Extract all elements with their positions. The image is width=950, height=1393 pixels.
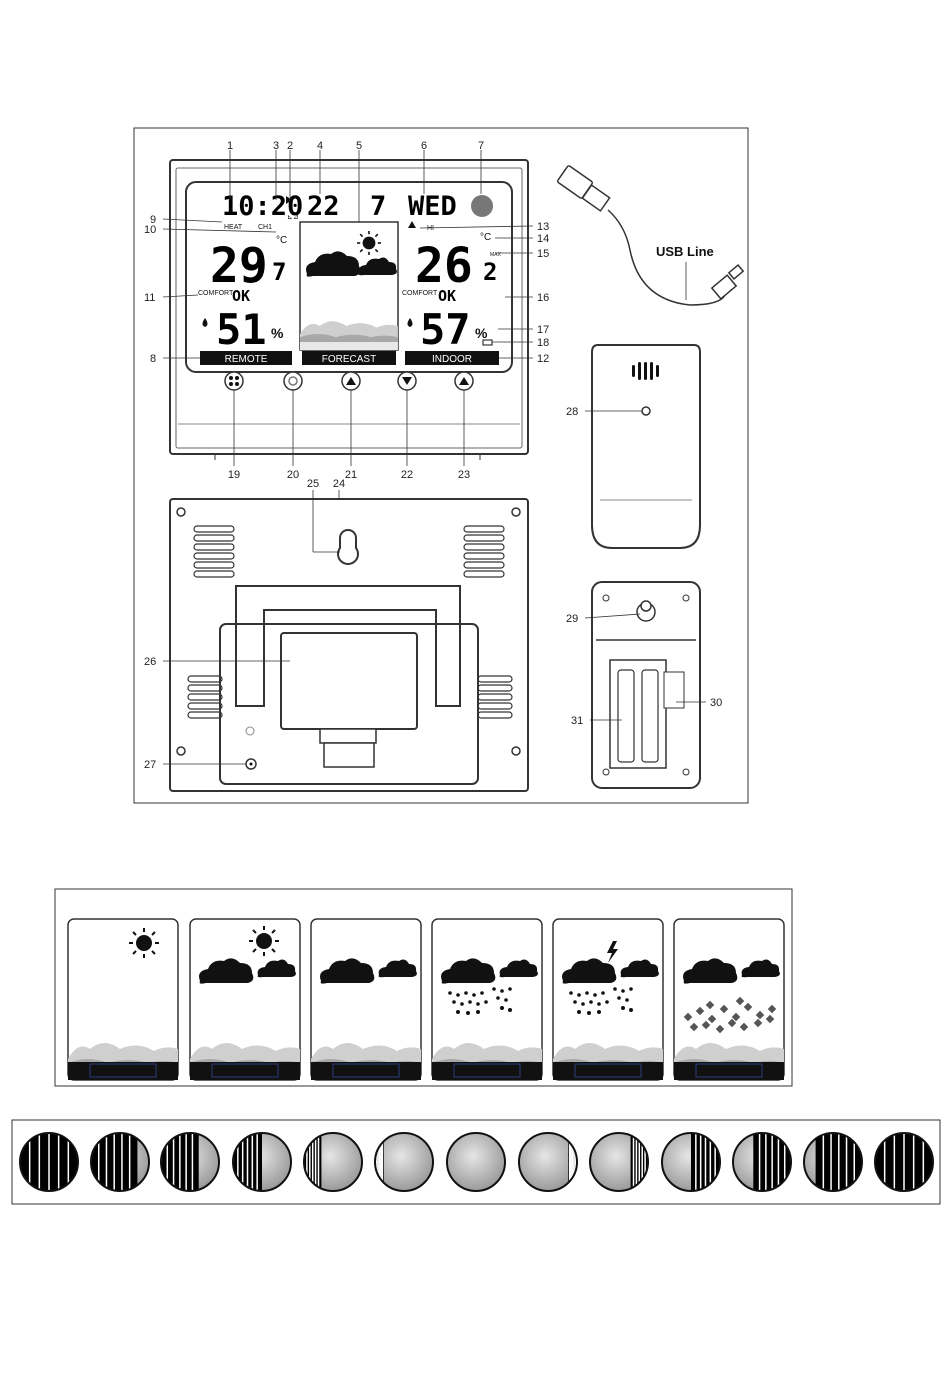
callout-24: 24 — [333, 478, 345, 490]
indoor-comfort-label: COMFORT — [402, 290, 438, 297]
callout-26: 26 — [144, 656, 156, 668]
moon-waning-gibbous-2-icon — [590, 1133, 648, 1191]
indoor-bar-label: INDOOR — [432, 354, 472, 365]
forecast-stormy-icon — [553, 919, 663, 1080]
station-back — [170, 499, 528, 791]
callout-12: 12 — [537, 353, 549, 365]
moon-waning-crescent-icon — [733, 1133, 791, 1191]
callout-19: 19 — [228, 469, 240, 481]
indoor-humidity: 57 — [420, 305, 471, 354]
remote-temperature: 29 — [210, 238, 268, 294]
callout-2: 2 — [287, 140, 293, 152]
callout-31: 31 — [571, 715, 583, 727]
moon-last-quarter-icon — [662, 1133, 720, 1191]
moon-waning-crescent-2-icon — [804, 1133, 862, 1191]
forecast-sunny-icon — [68, 919, 178, 1080]
remote-bar-label: REMOTE — [225, 354, 268, 365]
remote-temp-unit: °C — [276, 235, 287, 246]
remote-comfort-label: COMFORT — [198, 290, 234, 297]
callout-6: 6 — [421, 140, 427, 152]
moon-waning-gibbous-icon — [519, 1133, 577, 1191]
signal-icon: ⊾⊿ — [287, 214, 299, 221]
heat-label: HEAT — [224, 224, 243, 231]
hi-label: HI — [427, 225, 434, 232]
moon-waxing-crescent-2-icon — [161, 1133, 219, 1191]
mode-button[interactable] — [225, 372, 243, 390]
remote-humidity: 51 — [216, 305, 267, 354]
forecast-cloudy-icon — [311, 919, 421, 1080]
wall-hanging-hole — [338, 530, 358, 564]
moon-first-quarter-icon — [233, 1133, 291, 1191]
date-display: 22 — [307, 191, 340, 222]
channel-switch — [664, 672, 684, 708]
channel-label: CH1 — [258, 224, 272, 231]
callout-22: 22 — [401, 469, 413, 481]
indoor-temp-unit: °C — [480, 232, 491, 243]
forecast-partly-cloudy-icon — [190, 919, 300, 1080]
callout-16: 16 — [537, 292, 549, 304]
callout-21: 21 — [345, 469, 357, 481]
light-button[interactable] — [284, 372, 302, 390]
callout-8: 8 — [150, 353, 156, 365]
callout-15: 15 — [537, 248, 549, 260]
callout-18: 18 — [537, 337, 549, 349]
indoor-comfort-value: OK — [438, 287, 456, 305]
moon-new-moon-icon — [20, 1133, 78, 1191]
callout-10: 10 — [144, 224, 156, 236]
remote-temperature-decimal: 7 — [272, 258, 286, 286]
usb-line-label: USB Line — [656, 244, 714, 259]
callout-30: 30 — [710, 697, 722, 709]
callout-20: 20 — [287, 469, 299, 481]
forecast-bar-label: FORECAST — [322, 354, 376, 365]
callout-29: 29 — [566, 613, 578, 625]
battery-slot-2 — [642, 670, 658, 762]
sensor-led-icon — [642, 407, 650, 415]
moon-waxing-crescent-icon — [91, 1133, 149, 1191]
callout-28: 28 — [566, 406, 578, 418]
moon-phase-icon — [471, 195, 493, 217]
indoor-humidity-unit: % — [475, 325, 488, 341]
callout-4: 4 — [317, 140, 323, 152]
callout-23: 23 — [458, 469, 470, 481]
remote-comfort-value: OK — [232, 287, 250, 305]
forecast-snowy-icon — [674, 919, 784, 1080]
callout-5: 5 — [356, 140, 362, 152]
month-display: 7 — [370, 191, 386, 222]
callout-13: 13 — [537, 221, 549, 233]
moon-full-moon-icon — [447, 1133, 505, 1191]
forecast-rainy-icon — [432, 919, 542, 1080]
callout-25: 25 — [307, 478, 319, 490]
callout-7: 7 — [478, 140, 484, 152]
callout-17: 17 — [537, 324, 549, 336]
callout-3: 3 — [273, 140, 279, 152]
remote-humidity-unit: % — [271, 325, 284, 341]
indoor-temperature-decimal: 2 — [483, 258, 497, 286]
weekday-display: WED — [408, 191, 457, 222]
moon-new-moon-end-icon — [875, 1133, 933, 1191]
battery-slot-1 — [618, 670, 634, 762]
callout-14: 14 — [537, 233, 549, 245]
station-front: 10:20 22 7 WED ⊾⊿ HEAT CH1 HI 29 7 °C CO… — [170, 160, 528, 460]
moon-waxing-gibbous-2-icon — [375, 1133, 433, 1191]
callout-27: 27 — [144, 759, 156, 771]
callout-1: 1 — [227, 140, 233, 152]
battery-cover — [281, 633, 417, 729]
moon-waxing-gibbous-icon — [304, 1133, 362, 1191]
indoor-temperature: 26 — [415, 238, 473, 294]
callout-11: 11 — [144, 292, 155, 304]
